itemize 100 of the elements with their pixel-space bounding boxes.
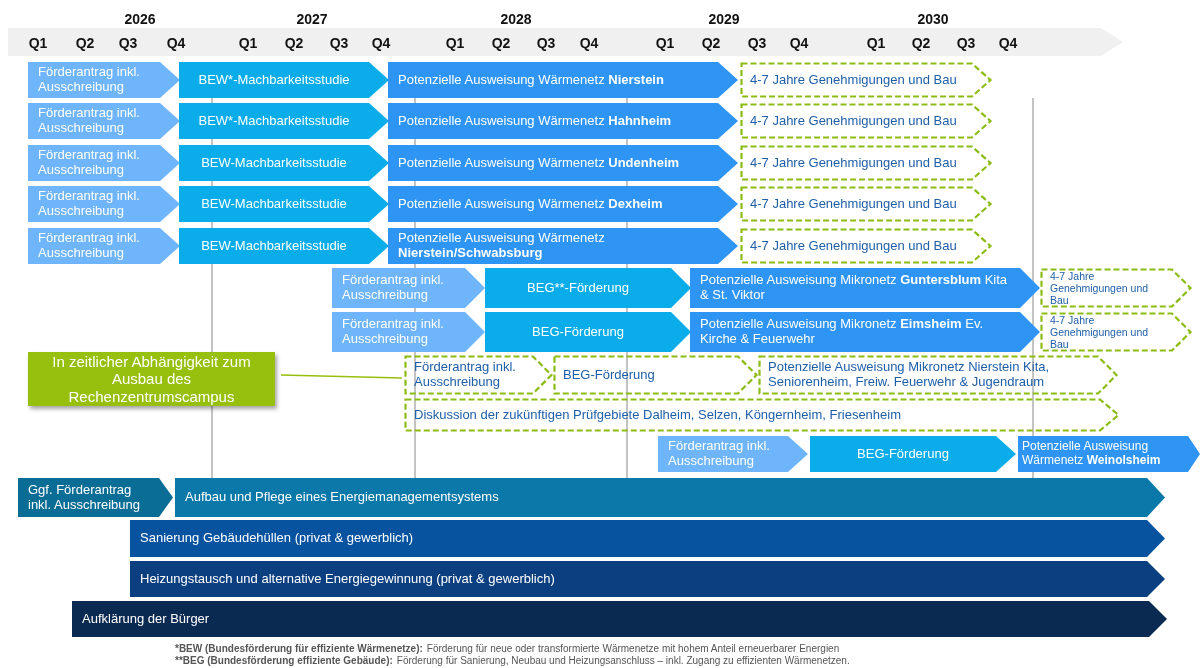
phase-block [690,268,1040,308]
dashed-phase-block [740,186,992,222]
quarter-label: Q1 [444,35,466,51]
bar-label: Förderantrag inkl. Ausschreibung [38,106,141,136]
phase-block [28,186,180,222]
bar-label: 4-7 Jahre Genehmigungen und Bau [1050,269,1150,307]
bar-label: Förderantrag inkl. Ausschreibung [342,317,445,347]
year-label: 2027 [295,11,329,27]
dashed-phase-block [1040,268,1192,308]
footnote-term: **BEG (Bundesförderung effiziente Gebäude): [175,655,393,666]
phase-block [28,103,180,139]
phase-band [175,478,1165,517]
bar-label: 4-7 Jahre Genehmigungen und Bau [750,72,957,88]
bar-label: Potenzielle Ausweisung Mikronetz Guntersblum Kita & St. Viktor [700,273,1009,303]
quarter-label: Q3 [328,35,350,51]
callout-box [28,352,275,406]
bar-label: Potenzielle Ausweisung Wärmenetz Nierstein/Schwabsburg [398,231,606,261]
leader-line [280,374,403,379]
phase-block [388,62,738,98]
footnote-text: Förderung für Sanierung, Neubau und Heizungsanschluss – inkl. Zugang zu effizienten Wärmenetzen. [396,655,850,666]
phase-band [130,561,1165,597]
phase-block [179,62,389,98]
year-label: 2026 [123,11,157,27]
quarter-label: Q1 [237,35,259,51]
bar-label: BEG-Förderung [857,446,949,462]
quarter-label: Q2 [283,35,305,51]
bar-label: Potenzielle Ausweisung Wärmenetz Nierstein [398,72,664,88]
phase-band [72,601,1167,637]
bar-label: Förderantrag inkl. Ausschreibung [342,273,445,303]
bar-label: Potenzielle Ausweisung Wärmenetz Hahnheim [398,113,672,129]
bar-label: Potenzielle Ausweisung Wärmenetz Undenheim [398,155,680,171]
bar-label: Förderantrag inkl. Ausschreibung [38,189,141,219]
bar-label: 4-7 Jahre Genehmigungen und Bau [750,238,957,254]
year-label: 2029 [707,11,741,27]
bar-label: 4-7 Jahre Genehmigungen und Bau [750,155,957,171]
bar-label: BEW-Machbarkeitsstudie [201,238,347,254]
bar-label: Förderantrag inkl. Ausschreibung [414,360,517,390]
phase-block [179,186,389,222]
quarter-label: Q1 [865,35,887,51]
dashed-phase-block [404,355,553,395]
phase-band [130,520,1165,557]
year-label: 2028 [499,11,533,27]
quarter-label: Q1 [654,35,676,51]
phase-block [1018,436,1200,472]
phase-block [388,186,738,222]
bar-label: Förderantrag inkl. Ausschreibung [38,148,141,178]
bar-label: BEW*-Machbarkeitsstudie [198,72,350,88]
quarter-label: Q4 [788,35,810,51]
phase-block [332,268,485,308]
quarter-label: Q3 [535,35,557,51]
dashed-phase-block [740,103,992,139]
dashed-phase-block [740,145,992,181]
phase-block [658,436,808,472]
quarter-label: Q2 [910,35,932,51]
quarter-label: Q4 [370,35,392,51]
phase-block [388,228,738,264]
phase-block [388,145,738,181]
year-label: 2030 [916,11,950,27]
bar-label: Förderantrag inkl. Ausschreibung [38,65,141,95]
phase-block [18,478,173,517]
quarter-label: Q1 [27,35,49,51]
bar-label: Aufklärung der Bürger [82,611,210,627]
quarter-label: Q3 [955,35,977,51]
phase-block [810,436,1016,472]
bar-label: In zeitlicher Abhängigkeit zum Ausbau des Rechenzentrumscampus [51,353,252,405]
bar-label: BEW-Machbarkeitsstudie [201,155,347,171]
dashed-phase-block [740,228,992,264]
bar-label: Potenzielle Ausweisung Mikronetz Nierstein Kita, Seniorenheim, Freiw. Feuerwehr & Jugendraum [768,360,1051,390]
quarter-label: Q4 [578,35,600,51]
bar-label: 4-7 Jahre Genehmigungen und Bau [1050,313,1150,351]
phase-block [179,145,389,181]
phase-block [28,62,180,98]
phase-block [485,312,691,352]
phase-block [332,312,485,352]
bar-label: Diskussion der zukünftigen Prüfgebiete Dalheim, Selzen, Köngernheim, Friesenheim [414,407,902,423]
phase-block [179,228,389,264]
bar-label: 4-7 Jahre Genehmigungen und Bau [750,113,957,129]
phase-block [179,103,389,139]
bar-label: Ggf. Förderantrag inkl. Ausschreibung [28,482,141,513]
phase-block [485,268,691,308]
quarter-label: Q2 [700,35,722,51]
bar-label: BEW*-Machbarkeitsstudie [198,113,350,129]
bar-label: Potenzielle Ausweisung Mikronetz Eimsheim Ev. Kirche & Feuerwehr [700,317,985,347]
dashed-phase-block [758,355,1118,395]
bar-label: Potenzielle Ausweisung Wärmenetz Weinolsheim [1022,440,1162,468]
phase-block [388,103,738,139]
bar-label: BEG-Förderung [532,324,624,340]
phase-block [690,312,1040,352]
bar-label: Förderantrag inkl. Ausschreibung [38,231,141,261]
bar-label: Aufbau und Pflege eines Energiemanagementsystems [185,490,499,505]
quarter-label: Q2 [490,35,512,51]
bar-label: Heizungstausch und alternative Energiegewinnung (privat & gewerblich) [140,571,555,587]
bar-label: Potenzielle Ausweisung Wärmenetz Dexheim [398,196,663,212]
dashed-phase-block [1040,312,1192,352]
bar-label: BEG**-Förderung [527,280,629,296]
dashed-phase-block [404,398,1120,432]
quarter-label: Q2 [74,35,96,51]
quarter-label: Q3 [746,35,768,51]
dashed-phase-block [553,355,758,395]
bar-label: Förderantrag inkl. Ausschreibung [668,439,771,469]
